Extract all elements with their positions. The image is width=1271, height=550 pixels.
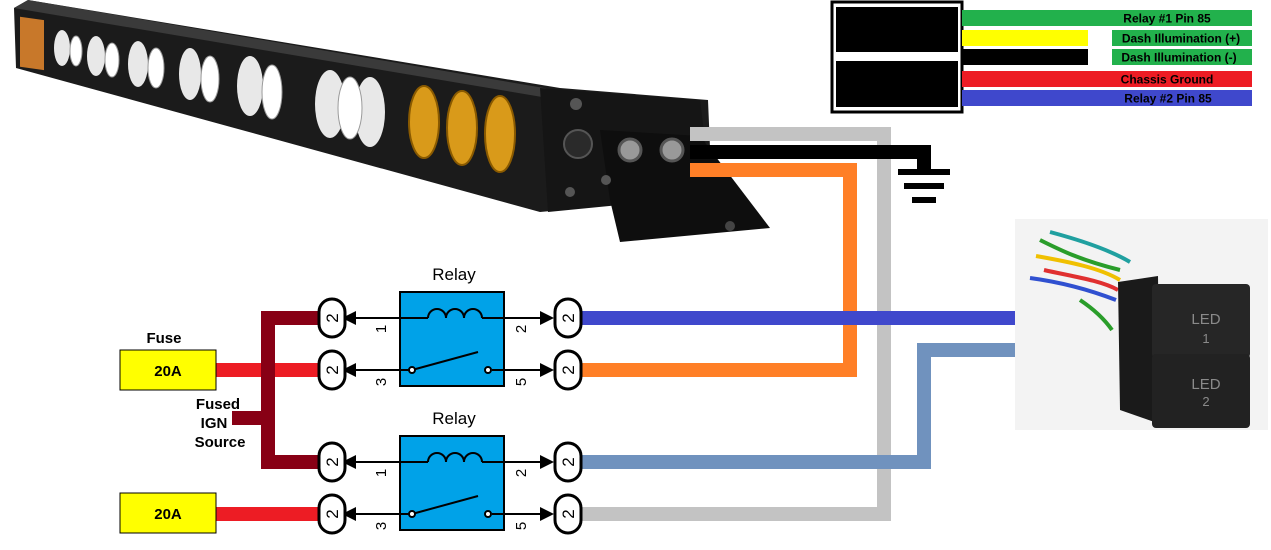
legend-swatch [962, 71, 1252, 87]
switch-top-label-1: LED [1191, 311, 1220, 328]
relay-pin-number: 3 [373, 522, 390, 530]
legend-label-band [1112, 49, 1252, 65]
fuse-bottom [119, 492, 217, 534]
terminal-connector: 2 [553, 493, 583, 535]
legend-row: Chassis Ground [962, 71, 1252, 87]
terminal-connector: 2 [553, 441, 583, 483]
lightblue-wire [580, 343, 1015, 469]
legend-swatch [962, 90, 1252, 106]
terminal-label: 2 [323, 457, 342, 466]
relay-pin-number: 1 [373, 325, 390, 333]
ign-line-1: Fused [196, 396, 240, 413]
terminal-connector: 2 [553, 349, 583, 391]
legend-label: Dash Illumination (+) [1122, 32, 1240, 46]
terminal-connector: 2 [317, 349, 347, 391]
terminal-label: 2 [323, 313, 342, 322]
orange-wire [580, 163, 857, 377]
relay-pin-number: 2 [513, 325, 530, 333]
legend-label: Chassis Ground [1121, 73, 1214, 87]
led-switch-image: LED 1 LED 2 [1015, 219, 1268, 430]
fuse-group: Fuse 20A 20A [119, 330, 217, 534]
terminal-connector: 2 [553, 297, 583, 339]
terminal-label: 2 [323, 365, 342, 374]
terminal-connector: 2 [317, 493, 347, 535]
relay-pin-number: 5 [513, 378, 530, 386]
relay-title: Relay [432, 409, 476, 428]
relay-title: Relay [432, 265, 476, 284]
legend-swatch [962, 10, 1252, 26]
led-modules [20, 16, 516, 173]
legend-row: Dash Illumination (-) [962, 49, 1252, 65]
ign-line-3: Source [195, 434, 246, 451]
terminal-connector: 2 [317, 441, 347, 483]
wire-color-legend: Relay #1 Pin 85 Dash Illumination (+) Dash… [830, 0, 1252, 114]
terminal-connector: 2 [317, 297, 347, 339]
legend-label: Dash Illumination (-) [1121, 51, 1236, 65]
legend-label: Relay #1 Pin 85 [1123, 12, 1211, 26]
terminal-label: 2 [559, 365, 578, 374]
terminal-label: 2 [559, 313, 578, 322]
switch-bottom-label-1: LED [1191, 376, 1220, 393]
relay-pin-number: 2 [513, 469, 530, 477]
ign-line-2: IGN [201, 415, 228, 432]
terminal-label: 2 [323, 509, 342, 518]
wires [216, 127, 1015, 521]
legend-row: Dash Illumination (+) [962, 30, 1252, 46]
ground-icon [898, 169, 950, 203]
relay-pin-number: 1 [373, 469, 390, 477]
switch-top-label-2: 1 [1202, 331, 1209, 346]
legend-swatch [962, 30, 1088, 46]
fuse-top-rating: 20A [154, 363, 182, 380]
relay-pin-number: 5 [513, 522, 530, 530]
fuse-title: Fuse [146, 330, 181, 347]
light-bar-end-bracket [540, 88, 770, 242]
ign-bus-wire [261, 311, 320, 469]
legend-row: Relay #1 Pin 85 [962, 10, 1252, 26]
legend-label-band [1112, 30, 1252, 46]
relay-body [399, 291, 505, 387]
pin-arrows [342, 311, 554, 377]
fuse-bottom-rating: 20A [154, 506, 182, 523]
light-bar-image [14, 0, 770, 242]
terminal-label: 2 [559, 509, 578, 518]
relay-pin-number: 3 [373, 378, 390, 386]
black-wire [690, 145, 931, 170]
fuse-top [119, 349, 217, 391]
legend-swatch [962, 49, 1088, 65]
relay-2: Relay 1 3 2 5 2 2 2 2 [317, 409, 583, 535]
terminal-label: 2 [559, 457, 578, 466]
relay-1: Relay 1 3 2 5 2 2 2 2 [317, 265, 583, 391]
switch-bottom-label-2: 2 [1202, 394, 1209, 409]
ign-source-label: Fused IGN Source [195, 396, 246, 451]
legend-label: Relay #2 Pin 85 [1124, 92, 1212, 106]
legend-row: Relay #2 Pin 85 [962, 90, 1252, 106]
pin-arrows [342, 455, 554, 521]
